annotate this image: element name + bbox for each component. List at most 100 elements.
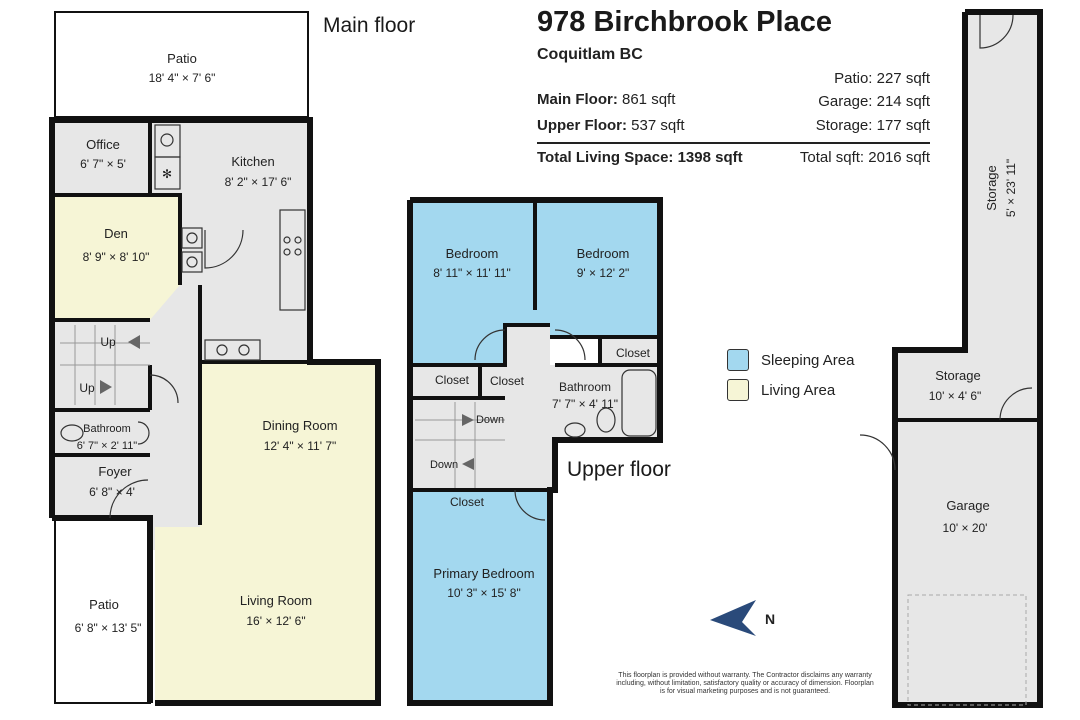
upper-floor: Bedroom 8' 11" × 11' 11" Bedroom 9' × 12… (407, 197, 663, 706)
living-dims: 16' × 12' 6" (246, 614, 305, 628)
closet-door-icon (149, 374, 179, 404)
legend-sleeping: Sleeping Area (727, 349, 854, 371)
upper-sink-icon (564, 422, 586, 438)
front-door-icon (109, 479, 149, 519)
stairs-down-1-label: Down (476, 414, 504, 426)
bathtub-icon (621, 369, 657, 437)
den-fill (55, 195, 180, 320)
storage-small-fill (895, 350, 1040, 420)
den-top-wall (55, 193, 182, 285)
outbuilding-outer-wall (892, 9, 1043, 708)
stairs-down-2-label: Down (430, 459, 458, 471)
storage-long-dims: 5' × 23' 11" (1004, 159, 1018, 217)
upper-stairs (415, 402, 505, 488)
den-name: Den (104, 226, 128, 241)
storage-long-name: Storage (984, 165, 999, 211)
bedroom-1-door-icon (474, 329, 506, 361)
office-dims: 6' 7" × 5' (80, 157, 126, 171)
outbuilding: Storage 5' × 23' 11" Storage 10' × 4' 6"… (859, 9, 1043, 708)
upper-corridor-fill (505, 325, 550, 490)
upper-bathroom-dims: 7' 7" × 4' 11" (552, 397, 618, 411)
patio-top-name: Patio (167, 51, 197, 66)
stairs-up-1-label: Up (100, 335, 116, 349)
storage-small-name: Storage (935, 368, 981, 383)
legend-living: Living Area (727, 379, 835, 401)
living-name: Living Room (240, 593, 312, 608)
garage-name: Garage (946, 498, 989, 513)
kitchen-dims: 8' 2" × 17' 6" (225, 175, 292, 189)
storage-small-dims: 10' × 4' 6" (929, 389, 982, 403)
counter-icon (279, 209, 306, 311)
patio-bottom-name: Patio (89, 597, 119, 612)
bedroom-2-dims: 9' × 12' 2" (577, 266, 630, 280)
main-outer-wall-right (55, 117, 381, 706)
bedroom-1-bottom-wall (410, 323, 550, 367)
bedroom-1-name: Bedroom (446, 246, 499, 261)
main-floor: ✻ Patio 18' 4" × 7' 6" Office 6' 7" × 5'… (49, 11, 381, 706)
patio-bottom-dims: 6' 8" × 13' 5" (75, 621, 142, 635)
storage-long-fill (965, 12, 1040, 350)
den-dims: 8' 9" × 8' 10" (83, 250, 150, 264)
storage-door-icon (979, 14, 1014, 49)
total-living-stat: Total Living Space: 1398 sqft (537, 149, 743, 166)
patio-bottom-outline (54, 517, 151, 704)
closet-2-fill (600, 337, 660, 365)
sink-icon (204, 339, 261, 361)
patio-top-outline (54, 11, 309, 118)
bedroom-2-name: Bedroom (577, 246, 630, 261)
closet-3-label: Closet (490, 374, 525, 388)
upper-floor-stat: Upper Floor: 537 sqft (537, 117, 685, 134)
bath-sink-icon (137, 421, 150, 445)
dryer-icon (181, 251, 203, 273)
stove-icon (154, 156, 181, 190)
upper-floor-label: Upper floor (567, 458, 671, 481)
foyer-fill (55, 455, 150, 515)
disclaimer-text: This floorplan is provided without warra… (616, 672, 874, 695)
garage-side-door-icon (859, 434, 896, 471)
stairs-up-arrow-2-icon (100, 380, 112, 394)
property-title: 978 Birchbrook Place (537, 6, 832, 38)
patio-stat: Patio: 227 sqft (834, 70, 930, 87)
total-sqft-stat: Total sqft: 2016 sqft (799, 149, 930, 166)
upper-toilet-icon (596, 407, 616, 433)
main-floor-stat: Main Floor: 861 sqft (537, 91, 676, 108)
garage-dims: 10' × 20' (943, 521, 988, 535)
dining-fill (200, 362, 375, 527)
stairs-down-arrow-1-icon (462, 414, 474, 426)
upper-outer-wall (407, 197, 663, 706)
office-name: Office (86, 137, 120, 152)
garage-stat: Garage: 214 sqft (818, 93, 930, 110)
laundry-door-icon (204, 229, 244, 269)
living-fill (155, 527, 375, 702)
foyer-dims: 6' 8" × 4' (89, 485, 135, 499)
dining-dims: 12' 4" × 11' 7" (264, 439, 337, 453)
bedroom-2-fill (535, 202, 660, 337)
compass-icon: N (710, 600, 775, 636)
washer-icon (181, 227, 203, 249)
primary-name: Primary Bedroom (433, 566, 534, 581)
closet-1-label: Closet (435, 373, 470, 387)
stairs-up-2-label: Up (79, 381, 95, 395)
stairs-down-arrow-2-icon (462, 458, 474, 470)
legend-sleeping-swatch (727, 349, 749, 371)
property-city: Coquitlam BC (537, 46, 643, 63)
primary-door-icon (514, 489, 546, 521)
closet-4-label: Closet (450, 495, 485, 509)
hallway-fill (150, 285, 200, 550)
office-fill (55, 120, 150, 195)
bedroom-1-dims: 8' 11" × 11' 11" (433, 266, 511, 280)
dining-name: Dining Room (262, 418, 337, 433)
closet-2-label: Closet (616, 346, 651, 360)
bathroom-dims: 6' 7" × 2' 11" (77, 440, 138, 452)
compass-letter: N (765, 611, 775, 627)
upper-bathroom-name: Bathroom (559, 380, 611, 394)
main-stairs (60, 325, 150, 405)
foyer-name: Foyer (98, 464, 132, 479)
storage-stat: Storage: 177 sqft (815, 117, 930, 134)
storage-small-door-icon (999, 387, 1033, 421)
garage-door-icon (907, 594, 1027, 706)
stairs-up-arrow-1-icon (128, 335, 140, 349)
stats-divider (537, 142, 930, 144)
